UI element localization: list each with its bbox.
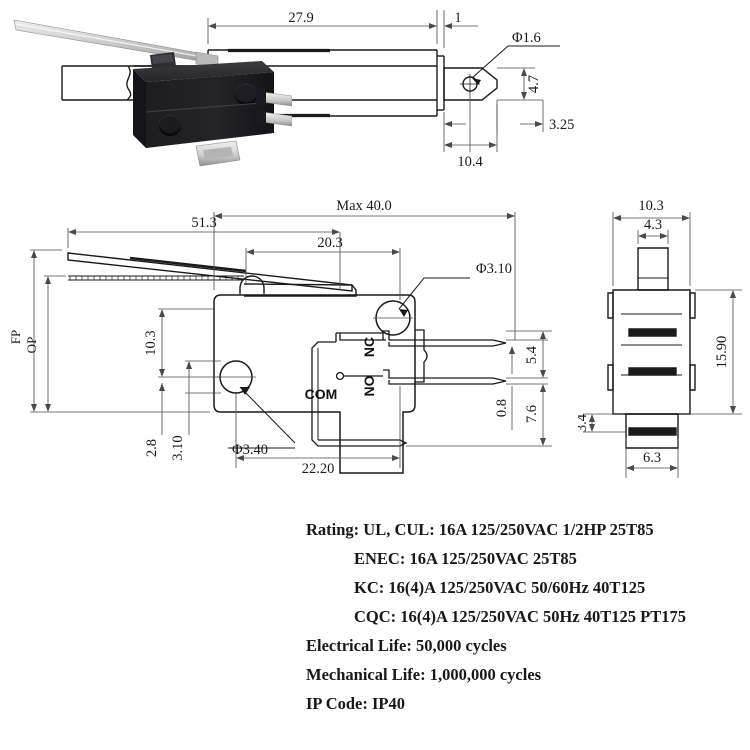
dim-label-7-6: 7.6 [524, 405, 540, 423]
dim-label-10-3-side: 10.3 [638, 198, 663, 214]
dim-label-22-20: 22.20 [302, 461, 335, 477]
dim-label-10-4: 10.4 [457, 154, 483, 170]
dim-label-phi3-40: Φ3.40 [232, 442, 268, 458]
dim-label-0-8: 0.8 [494, 399, 510, 417]
front-view-drawing: NC NO COM [8, 198, 552, 477]
photo-mount-hole-left-highlight [159, 114, 181, 134]
spec-electrical-life: Electrical Life: 50,000 cycles [306, 636, 507, 656]
dim-label-20-3: 20.3 [317, 235, 342, 251]
dim-label-3-4: 3.4 [578, 413, 590, 432]
dim-label-2-8: 2.8 [144, 439, 160, 457]
product-photo [13, 19, 292, 167]
photo-body-left [133, 69, 146, 148]
photo-mount-hole-right [235, 85, 257, 105]
spec-mechanical-life: Mechanical Life: 1,000,000 cycles [306, 665, 542, 685]
dim-label-phi3-10: Φ3.10 [476, 261, 512, 277]
photo-lever [13, 19, 219, 69]
dim-label-10-3: 10.3 [143, 330, 159, 355]
terminal-label-nc: NC [361, 337, 377, 357]
dim-label-27-9: 27.9 [288, 10, 313, 26]
dim-label-4-3: 4.3 [644, 217, 662, 233]
dim-label-5-4: 5.4 [524, 345, 540, 364]
photo-plunger [150, 52, 176, 69]
dim-label-6-3: 6.3 [643, 450, 661, 466]
side-view-drawing: 10.3 4.3 15.90 3.4 6.3 [578, 198, 742, 478]
dim-label-phi1-6: Φ1.6 [512, 30, 541, 46]
dim-label-max-40: Max 40.0 [336, 198, 392, 214]
spec-rating-kc: KC: 16(4)A 125/250VAC 50/60Hz 40T125 [354, 578, 646, 598]
photo-body-top [133, 61, 274, 82]
spec-rating-ul: Rating: UL, CUL: 16A 125/250VAC 1/2HP 25… [306, 520, 654, 540]
terminal-label-com: COM [305, 386, 338, 402]
spec-rating-cqc: CQC: 16(4)A 125/250VAC 50Hz 40T125 PT175 [354, 607, 686, 627]
photo-terminals [195, 88, 292, 167]
dim-label-3-10: 3.10 [170, 435, 186, 460]
spec-ip-code: IP Code: IP40 [306, 694, 405, 714]
dim-label-1: 1 [454, 10, 461, 26]
dim-label-op: OP [24, 337, 39, 354]
dim-label-15-90: 15.90 [714, 336, 730, 369]
dim-label-fp: FP [8, 330, 23, 344]
terminal-label-no: NO [361, 375, 377, 396]
dim-label-3-25: 3.25 [549, 117, 574, 133]
spec-rating-enec: ENEC: 16A 125/250VAC 25T85 [354, 549, 577, 569]
specifications-block: Rating: UL, CUL: 16A 125/250VAC 1/2HP 25… [306, 516, 750, 719]
photo-body-seam [145, 101, 275, 113]
photo-mount-hole-right-highlight [235, 83, 257, 103]
photo-mount-hole-left [159, 116, 181, 136]
dim-label-51-3: 51.3 [191, 215, 216, 231]
dim-label-4-7: 4.7 [526, 75, 542, 93]
